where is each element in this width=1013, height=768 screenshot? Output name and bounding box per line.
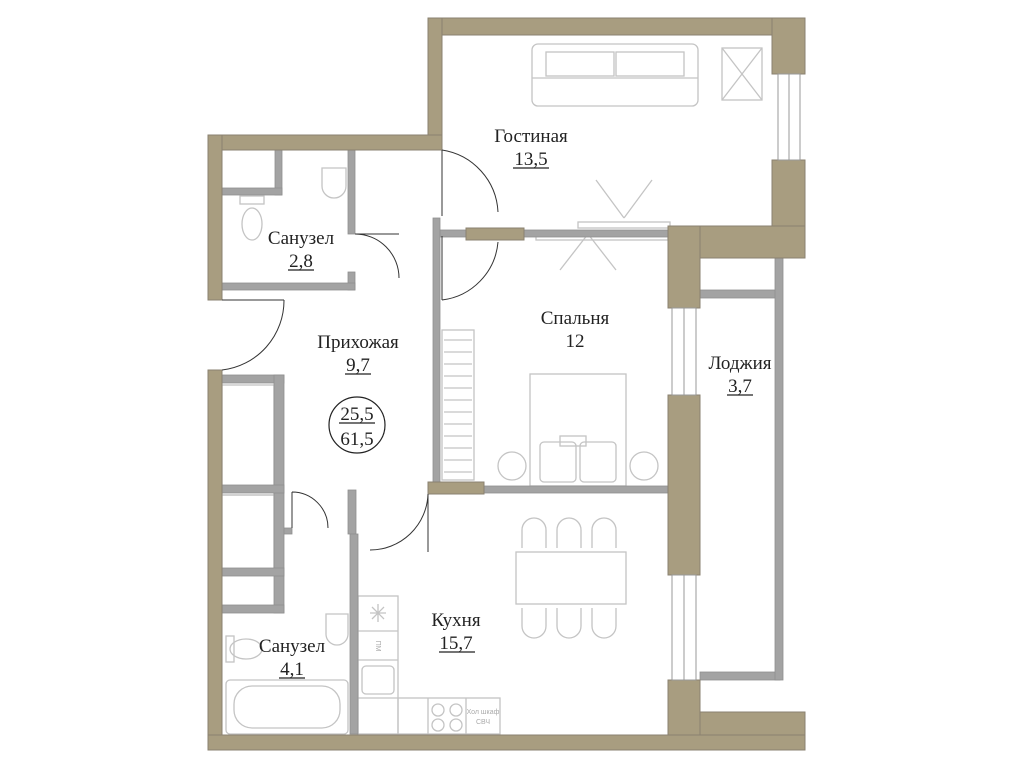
room-area: 4,1	[280, 659, 304, 680]
room-name: Прихожая	[317, 332, 399, 353]
toilet-icon	[225, 635, 263, 663]
fridge-label: Хол шкаф	[467, 709, 500, 716]
shelves-icon	[221, 384, 275, 576]
room-name: Кухня	[431, 610, 480, 631]
room-area: 2,8	[289, 251, 313, 272]
dining-table-icon	[515, 517, 627, 639]
toilet-icon	[239, 195, 265, 241]
room-name: Санузел	[268, 228, 335, 249]
wardrobe-icon	[441, 329, 475, 481]
total-area: 61,5	[340, 429, 373, 450]
walls	[207, 17, 806, 751]
room-name: Лоджия	[708, 353, 771, 374]
bathtub-icon	[225, 679, 349, 735]
room-area: 9,7	[346, 355, 370, 376]
room-area: 15,7	[439, 633, 472, 654]
tv-stand-icon	[535, 179, 671, 271]
room-name: Спальня	[541, 308, 610, 329]
room-name: Гостиная	[494, 126, 568, 147]
partitions	[221, 149, 784, 735]
area-summary: 25,5 61,5	[328, 396, 386, 454]
room-hallway: Прихожая 9,7	[317, 332, 399, 376]
sink-icon	[321, 167, 347, 199]
microwave-label: СВЧ	[476, 719, 490, 726]
room-area: 12	[566, 331, 585, 352]
dishwasher-label: ПМ	[374, 641, 381, 652]
doors	[221, 149, 499, 552]
sofa-icon	[531, 43, 699, 107]
room-area: 13,5	[514, 149, 547, 170]
sink-icon	[325, 613, 349, 646]
room-area: 3,7	[728, 376, 752, 397]
room-bedroom: Спальня 12	[541, 308, 610, 352]
room-kitchen: Кухня 15,7	[431, 610, 480, 654]
living-area: 25,5	[340, 404, 373, 425]
bed-icon	[497, 373, 659, 487]
room-livingroom: Гостиная 13,5	[494, 126, 568, 170]
room-bathroom-large: Санузел 4,1	[259, 636, 326, 680]
room-loggia: Лоджия 3,7	[708, 353, 771, 397]
room-name: Санузел	[259, 636, 326, 657]
windows	[671, 73, 801, 681]
cabinet-icon	[721, 47, 763, 101]
room-bathroom-small: Санузел 2,8	[268, 228, 335, 272]
